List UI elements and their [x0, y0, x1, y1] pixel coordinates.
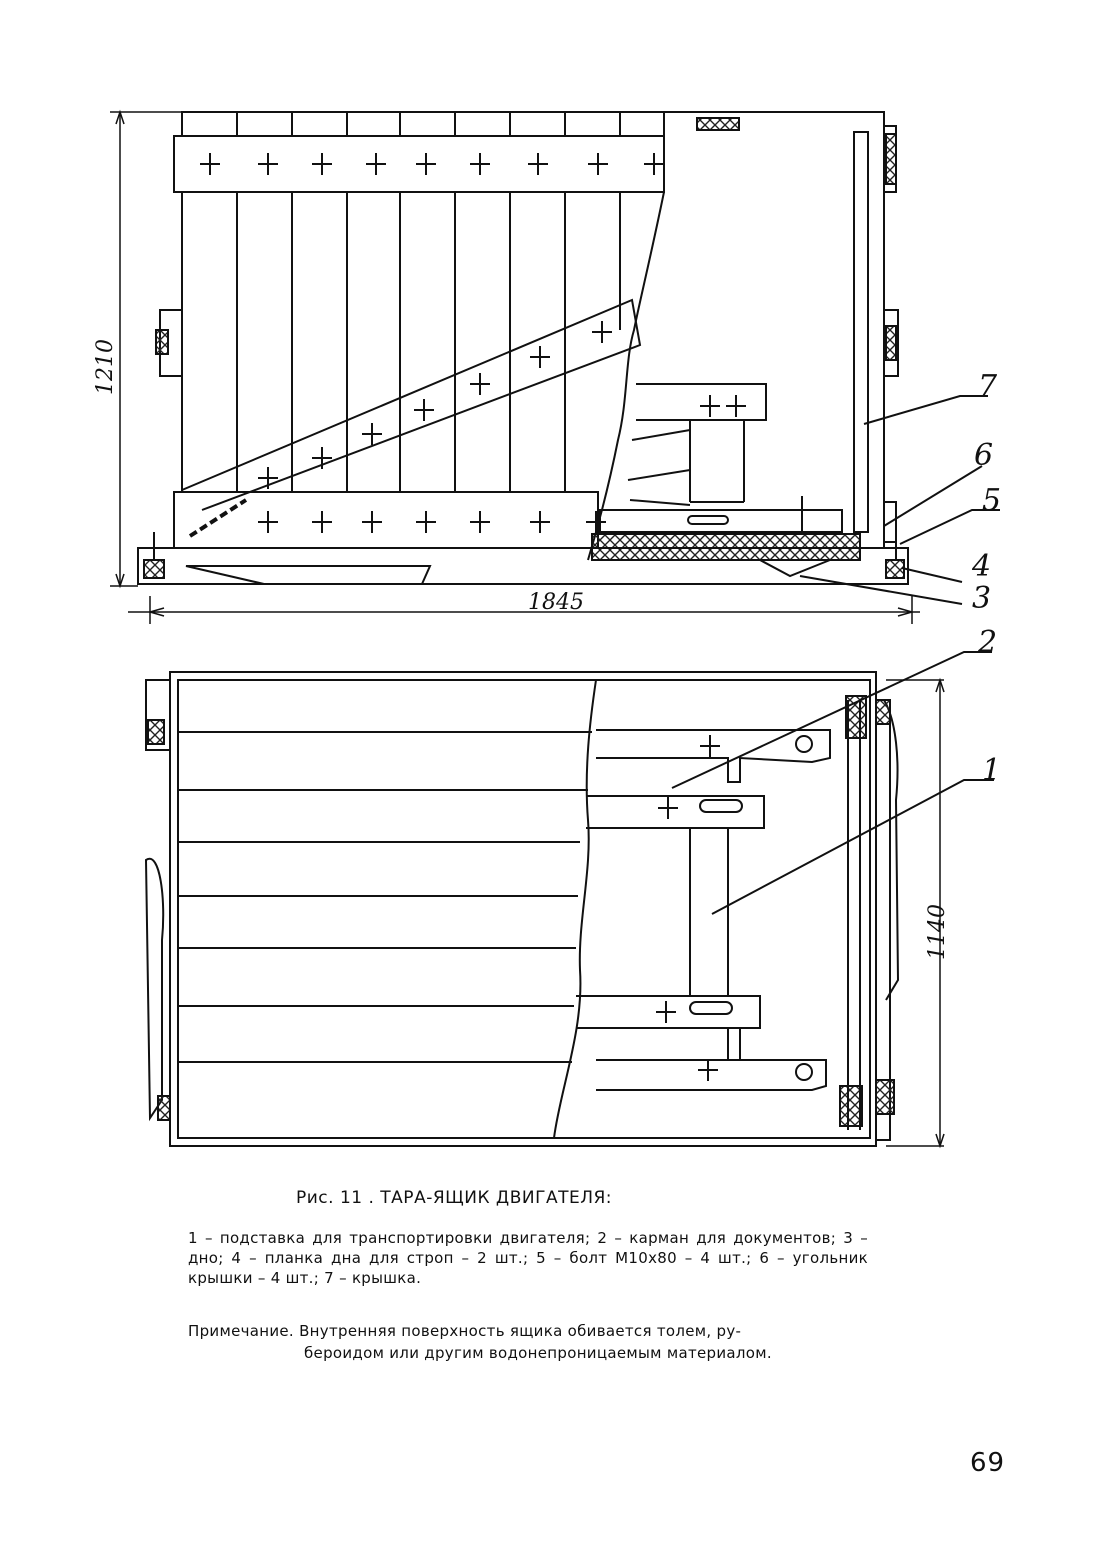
dimension-length: 1845 — [528, 590, 584, 615]
callout-4: 4 — [971, 549, 991, 584]
figure-legend: 1 – подставка для транспортировки двигат… — [188, 1229, 868, 1287]
dimension-height: 1210 — [93, 339, 118, 395]
side-view — [110, 109, 1000, 624]
callout-1: 1 — [982, 753, 1001, 788]
callout-5: 5 — [982, 483, 1001, 518]
engine-crate-drawing: 1210 1845 1140 7 6 5 4 3 2 1 — [93, 109, 1001, 1149]
dimension-width: 1140 — [925, 904, 950, 960]
callout-6: 6 — [974, 438, 993, 473]
note-text-line1: Внутренняя поверхность ящика обивается т… — [299, 1322, 742, 1340]
callout-2: 2 — [977, 625, 997, 660]
callout-7: 7 — [978, 369, 998, 404]
note-label: Примечание. — [188, 1322, 295, 1340]
figure-note: Примечание. Внутренняя поверхность ящика… — [188, 1320, 878, 1364]
callout-3: 3 — [972, 581, 991, 616]
top-view — [144, 651, 994, 1149]
figure-caption: Рис. 11 . ТАРА-ЯЩИК ДВИГАТЕЛЯ: — [296, 1188, 613, 1208]
callout-labels: 7 6 5 4 3 2 1 — [971, 369, 1001, 788]
note-text-line2: бероидом или другим водонепроницаемым ма… — [304, 1344, 772, 1362]
page-number: 69 — [970, 1448, 1006, 1478]
dimension-labels: 1210 1845 1140 — [93, 339, 950, 960]
